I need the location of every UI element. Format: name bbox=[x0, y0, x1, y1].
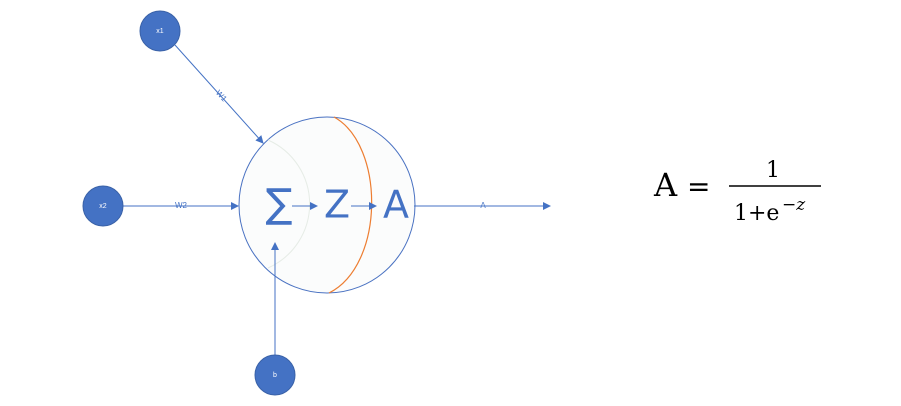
summation-symbol: ∑ bbox=[266, 181, 293, 227]
input-node-x2: x2 bbox=[82, 185, 124, 227]
node-circle bbox=[139, 10, 181, 52]
formula-numerator: 1 bbox=[766, 158, 780, 183]
node-circle bbox=[82, 185, 124, 227]
z-symbol: Z bbox=[324, 183, 350, 227]
a-symbol: A bbox=[383, 183, 409, 227]
node-label: x1 bbox=[156, 28, 164, 35]
formula-exponent: −z bbox=[782, 195, 806, 215]
edge-x1-to-neuron bbox=[174, 44, 264, 144]
edge-label-output: A bbox=[480, 201, 486, 210]
edge-label-w2: W2 bbox=[175, 201, 188, 210]
formula-denominator: 1+e bbox=[734, 201, 779, 226]
node-label: x2 bbox=[99, 203, 107, 210]
formula-equals: = bbox=[687, 170, 710, 203]
node-label: b bbox=[273, 372, 277, 379]
node-circle bbox=[254, 354, 296, 396]
sigmoid-formula: A = 1 1+e −z bbox=[653, 158, 821, 226]
formula-lhs: A bbox=[653, 166, 678, 204]
input-node-x1: x1 bbox=[139, 10, 181, 52]
input-node-b: b bbox=[254, 354, 296, 396]
neuron-circle bbox=[238, 116, 416, 294]
summation-region bbox=[267, 139, 311, 269]
